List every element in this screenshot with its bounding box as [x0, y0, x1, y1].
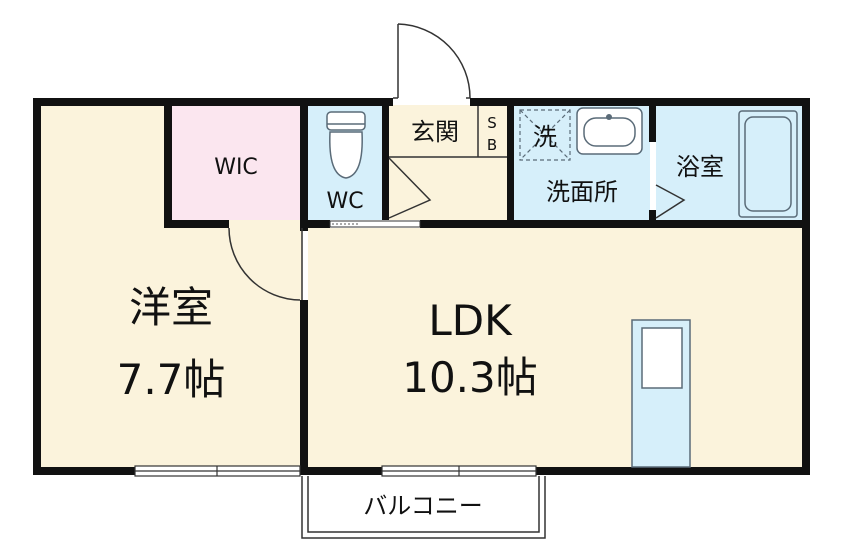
shoe-box-label-b: B	[487, 136, 497, 154]
entrance-label: 玄関	[411, 118, 459, 146]
closet-label: WIC	[214, 155, 258, 180]
wash-basin	[576, 107, 643, 155]
bathtub	[738, 110, 798, 218]
bathroom-door-wedge	[655, 184, 686, 219]
washroom-label: 洗面所	[546, 178, 618, 206]
walls	[33, 98, 810, 475]
washer-pan	[519, 109, 571, 161]
toilet-door-wedge	[388, 157, 432, 219]
western-room-window	[134, 465, 301, 477]
ldk-size: 10.3帖	[402, 353, 538, 402]
entrance-area	[388, 105, 508, 220]
ldk-name: LDK	[428, 296, 513, 345]
toilet-label: WC	[326, 189, 363, 214]
ldk-window	[381, 465, 537, 477]
bathroom-label: 浴室	[676, 153, 724, 181]
balcony-label: バルコニー	[363, 492, 483, 520]
balcony	[301, 476, 546, 539]
closet-area	[170, 105, 302, 220]
western-room-name: 洋室	[129, 283, 213, 332]
western-room-size: 7.7帖	[117, 355, 226, 404]
front-door	[393, 23, 471, 99]
ldk-area	[308, 228, 805, 467]
western-room-door	[228, 227, 303, 301]
washer-label: 洗	[533, 123, 557, 151]
kitchen-counter	[631, 319, 691, 468]
toilet-fixture	[326, 111, 366, 179]
sliding-door-rail	[329, 220, 421, 228]
shoe-box-label-s: S	[487, 114, 497, 132]
